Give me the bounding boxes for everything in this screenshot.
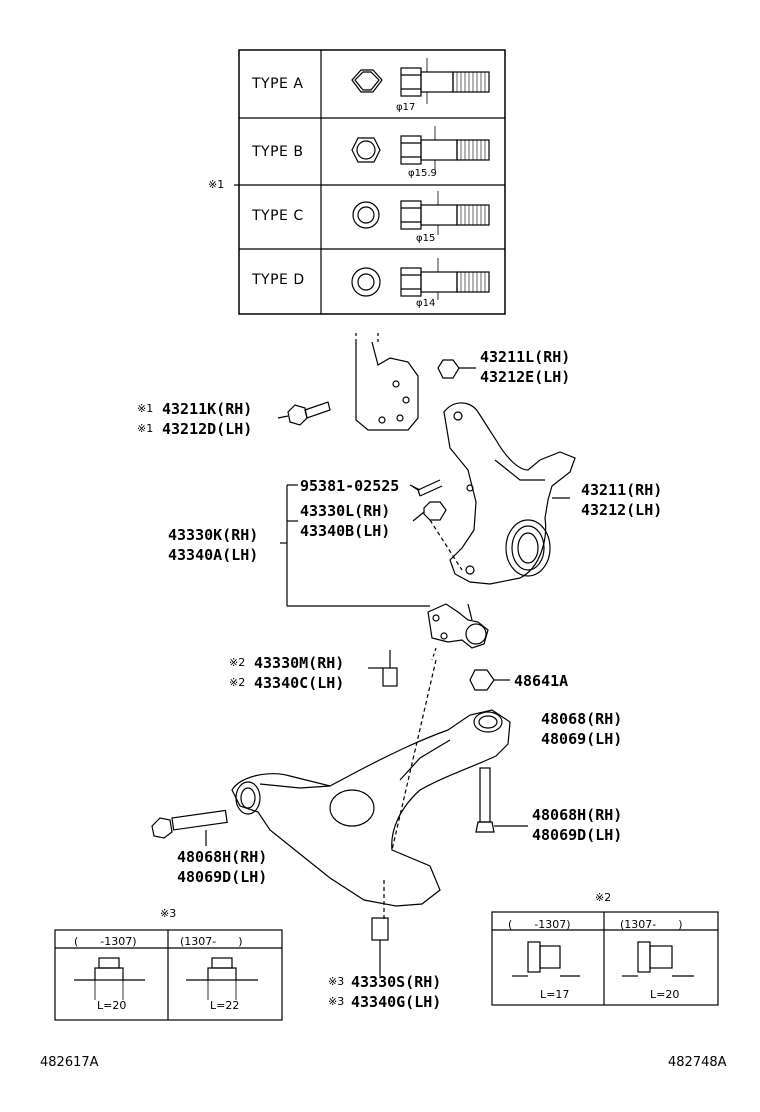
inset-right bbox=[491, 911, 719, 1006]
footer-left-code: 482617A bbox=[40, 1055, 99, 1070]
part-43340B-lh[interactable]: 43340B(LH) bbox=[300, 522, 391, 540]
ball-joint bbox=[427, 603, 489, 649]
type-b-label: TYPE B bbox=[252, 144, 304, 160]
part-43211L-rh[interactable]: 43211L(RH) bbox=[480, 348, 571, 366]
part-43340A-lh[interactable]: 43340A(LH) bbox=[168, 546, 259, 564]
bolt-43211K bbox=[277, 401, 331, 426]
footer-right-code: 482748A bbox=[668, 1055, 727, 1070]
inset-left-mark: ※3 bbox=[160, 907, 177, 920]
bolt-43330M bbox=[368, 647, 437, 687]
inset-right-col1-dim: L=17 bbox=[540, 988, 570, 1001]
strut-bracket bbox=[355, 330, 419, 431]
part-43330M-rh[interactable]: 43330M(RH) bbox=[254, 654, 345, 672]
inset-right-col2-header: (1307- ) bbox=[620, 918, 683, 931]
castle-nut bbox=[423, 501, 463, 571]
part-48068-rh[interactable]: 48068(RH) bbox=[541, 710, 623, 728]
nut-48641A bbox=[469, 669, 510, 691]
type-b-hardware bbox=[351, 126, 490, 170]
part-43330K-rh[interactable]: 43330K(RH) bbox=[168, 526, 259, 544]
part-43330M-mark: ※2 bbox=[229, 656, 246, 669]
part-43340G-lh[interactable]: 43340G(LH) bbox=[351, 993, 442, 1011]
bolt-48068H-right bbox=[475, 767, 528, 833]
bolt-48068H-left bbox=[151, 809, 228, 846]
part-43212D-mark: ※1 bbox=[137, 422, 154, 435]
type-table bbox=[234, 49, 506, 315]
inset-left bbox=[54, 929, 283, 1021]
part-43211-rh[interactable]: 43211(RH) bbox=[581, 481, 663, 499]
inset-left-col2-header: (1307- ) bbox=[180, 935, 243, 948]
nut-43211L bbox=[437, 359, 476, 379]
part-43212-lh[interactable]: 43212(LH) bbox=[581, 501, 663, 519]
inset-left-col1-header: ( -1307) bbox=[74, 935, 137, 948]
part-48069D-lh-left[interactable]: 48069D(LH) bbox=[177, 868, 268, 886]
inset-left-col1-dim: L=20 bbox=[97, 999, 127, 1012]
bushing-43330S bbox=[371, 917, 389, 976]
part-43212E-lh[interactable]: 43212E(LH) bbox=[480, 368, 571, 386]
inset-right-col2-dim: L=20 bbox=[650, 988, 680, 1001]
part-48641A[interactable]: 48641A bbox=[514, 672, 569, 690]
part-48068H-rh-left[interactable]: 48068H(RH) bbox=[177, 848, 268, 866]
type-c-label: TYPE C bbox=[252, 208, 304, 224]
part-43211K-mark: ※1 bbox=[137, 402, 154, 415]
part-43330L-rh[interactable]: 43330L(RH) bbox=[300, 502, 391, 520]
part-48069D-lh-right[interactable]: 48069D(LH) bbox=[532, 826, 623, 844]
inset-right-col1-header: ( -1307) bbox=[508, 918, 571, 931]
part-95381-02525[interactable]: 95381-02525 bbox=[300, 477, 400, 495]
part-48068H-rh-right[interactable]: 48068H(RH) bbox=[532, 806, 623, 824]
steering-knuckle bbox=[443, 402, 576, 585]
part-43340C-lh[interactable]: 43340C(LH) bbox=[254, 674, 345, 692]
type-c-hardware bbox=[352, 191, 490, 235]
part-43212D-lh[interactable]: 43212D(LH) bbox=[162, 420, 253, 438]
type-d-hardware bbox=[351, 258, 490, 300]
part-43340G-mark: ※3 bbox=[328, 995, 345, 1008]
type-d-dim: φ14 bbox=[416, 298, 436, 309]
inset-left-col2-dim: L=22 bbox=[210, 999, 240, 1012]
part-43330S-mark: ※3 bbox=[328, 975, 345, 988]
type-a-hardware bbox=[351, 58, 490, 104]
leader-lines bbox=[280, 484, 430, 607]
part-48069-lh[interactable]: 48069(LH) bbox=[541, 730, 623, 748]
lower-control-arm bbox=[231, 659, 511, 920]
type-a-label: TYPE A bbox=[252, 76, 304, 92]
type-c-dim: φ15 bbox=[416, 233, 436, 244]
part-43340C-mark: ※2 bbox=[229, 676, 246, 689]
type-a-dim: φ17 bbox=[396, 102, 416, 113]
part-43211K-rh[interactable]: 43211K(RH) bbox=[162, 400, 253, 418]
type-d-label: TYPE D bbox=[252, 272, 305, 288]
inset-right-mark: ※2 bbox=[595, 891, 612, 904]
part-43330S-rh[interactable]: 43330S(RH) bbox=[351, 973, 442, 991]
type-b-dim: φ15.9 bbox=[408, 168, 437, 179]
type-table-note-mark: ※1 bbox=[208, 178, 225, 191]
